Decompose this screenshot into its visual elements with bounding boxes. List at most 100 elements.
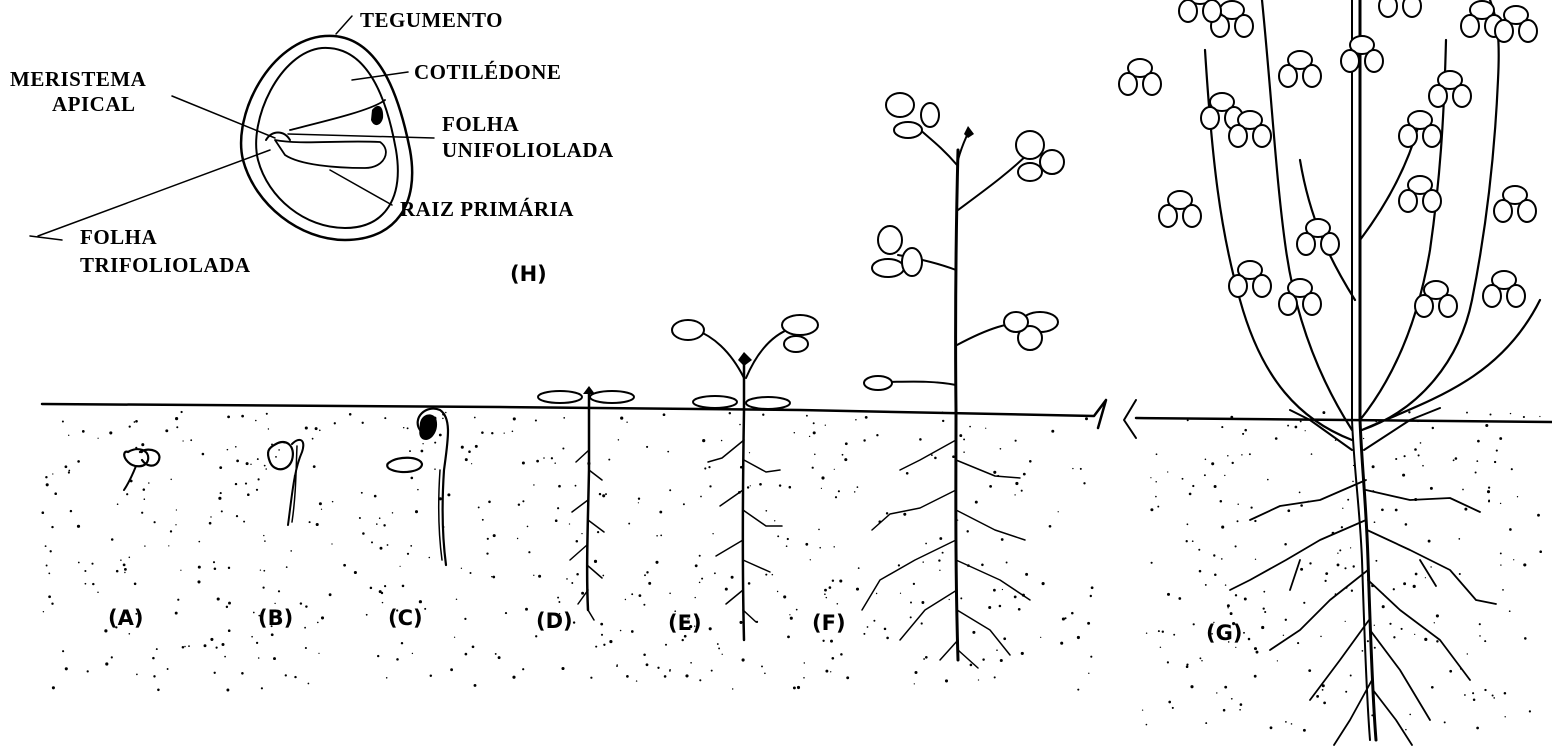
soil-speck: [822, 640, 824, 642]
soil-speck: [1235, 647, 1236, 648]
soil-speck: [913, 583, 915, 585]
stage-label-a: (A): [108, 606, 143, 630]
soil-speck: [1393, 588, 1395, 590]
soil-speck: [856, 588, 859, 591]
soil-speck: [399, 566, 400, 567]
soil-speck: [447, 493, 450, 496]
soil-speck: [601, 634, 603, 636]
stage-label-h: (H): [510, 262, 547, 286]
soil-speck: [52, 473, 53, 474]
soil-speck: [1300, 568, 1303, 571]
soil-speck: [264, 465, 266, 467]
soil-speck: [214, 672, 216, 674]
soil-speck: [581, 592, 584, 595]
trifoliolate-leaf-g: [1279, 51, 1321, 87]
label-tegumento: TEGUMENTO: [360, 8, 503, 32]
soil-speck: [219, 466, 222, 469]
soil-speck: [424, 608, 426, 610]
soil-speck: [1003, 637, 1006, 640]
soil-speck: [1484, 640, 1486, 642]
soil-speck: [1000, 448, 1002, 450]
soil-speck: [1488, 486, 1490, 488]
soil-speck: [92, 583, 94, 585]
soil-speck: [714, 572, 716, 574]
soil-speck: [262, 586, 264, 588]
soil-speck: [846, 676, 849, 679]
soil-speck: [1484, 689, 1486, 691]
soil-speck: [1344, 567, 1346, 569]
soil-speck: [1023, 473, 1026, 476]
soil-speck: [777, 591, 778, 592]
soil-speck: [809, 436, 810, 437]
soil-speck: [1142, 709, 1143, 710]
soil-speck: [683, 503, 685, 505]
soil-speck: [518, 503, 520, 505]
soil-speck: [938, 559, 940, 561]
soil-speck: [493, 534, 496, 537]
soil-speck: [660, 535, 662, 537]
soil-speck: [1529, 710, 1531, 712]
soil-speck: [421, 450, 424, 453]
soil-speck: [439, 434, 442, 437]
soil-speck: [154, 521, 156, 523]
soil-speck: [925, 543, 927, 545]
soil-speck: [214, 567, 217, 570]
soil-speck: [1479, 635, 1481, 637]
soil-speck: [1308, 669, 1311, 672]
soil-speck: [1254, 520, 1256, 522]
soil-speck: [1205, 722, 1207, 724]
soil-speck: [1303, 729, 1306, 732]
soil-speck: [699, 679, 701, 681]
soil-speck: [1393, 636, 1395, 638]
soil-speck: [1389, 623, 1391, 625]
soil-speck: [1430, 566, 1431, 567]
soil-speck: [1261, 626, 1264, 629]
soil-speck: [994, 676, 996, 678]
soil-speck: [842, 454, 844, 456]
soil-speck: [1224, 686, 1227, 689]
soil-speck: [876, 434, 878, 436]
soil-speck: [264, 540, 266, 542]
soil-speck: [1231, 698, 1233, 700]
soil-speck: [1002, 589, 1003, 590]
soil-speck: [1227, 604, 1230, 607]
soil-speck: [1267, 479, 1269, 481]
soil-speck: [512, 431, 514, 433]
soil-speck: [68, 470, 70, 472]
soil-speck: [985, 428, 986, 429]
label-folha-tri-1: FOLHA: [80, 225, 158, 249]
soil-speck: [407, 427, 409, 429]
soil-speck: [370, 587, 373, 590]
soil-speck: [1077, 636, 1080, 639]
soil-speck: [45, 476, 47, 478]
soil-speck: [667, 451, 669, 453]
soil-speck: [316, 523, 319, 526]
soil-speck: [535, 635, 537, 637]
soil-speck: [1250, 506, 1252, 508]
soil-speck: [739, 424, 741, 426]
soil-speck: [709, 485, 711, 487]
soil-speck: [993, 471, 996, 474]
soil-speck: [478, 506, 480, 508]
soil-speck: [1040, 637, 1041, 638]
soil-speck: [495, 653, 497, 655]
soil-speck: [949, 599, 950, 600]
soil-speck: [1091, 586, 1094, 589]
soil-speck: [1205, 459, 1207, 461]
soil-speck: [384, 585, 386, 587]
soil-speck: [97, 592, 99, 594]
soil-speck: [258, 478, 260, 480]
soil-speck: [942, 552, 944, 554]
soil-speck: [942, 420, 944, 422]
trifoliolate-f-3: [1016, 131, 1064, 181]
leader-tegumento: [336, 16, 352, 34]
soil-speck: [819, 547, 821, 549]
soil-speck: [472, 645, 475, 648]
soil-speck: [1182, 478, 1184, 480]
soil-speck: [410, 545, 412, 547]
soil-speck: [228, 629, 231, 632]
soil-speck: [141, 512, 143, 514]
soil-speck: [257, 458, 259, 460]
soil-speck: [1255, 559, 1256, 560]
soil-speck: [684, 635, 687, 638]
